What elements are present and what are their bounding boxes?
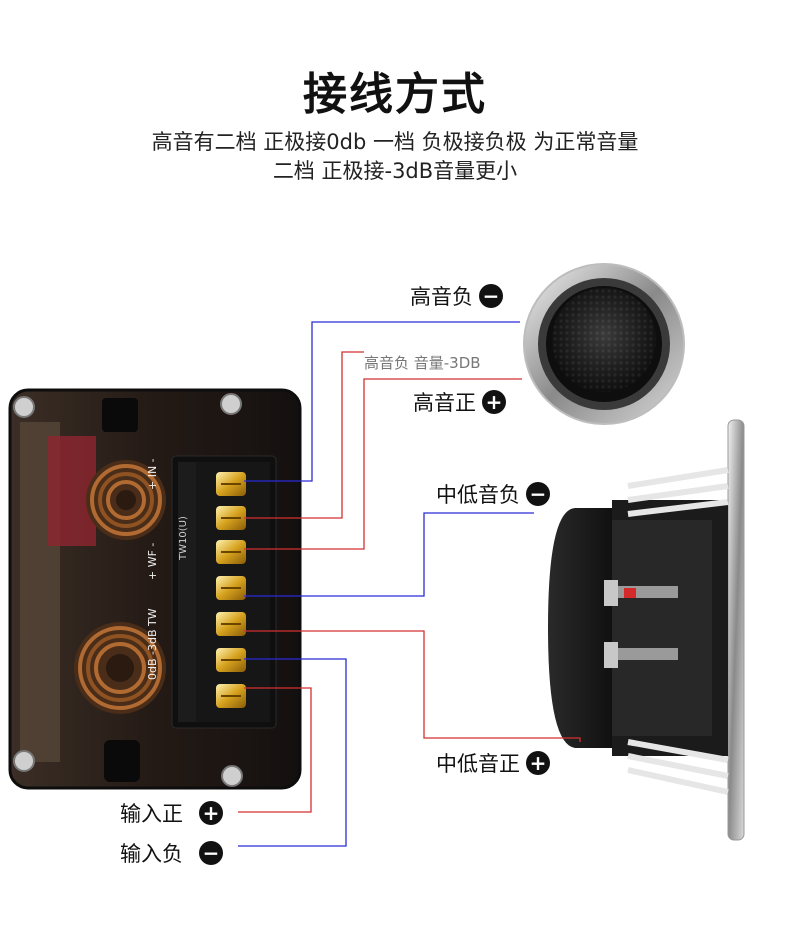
minus-icon: − — [526, 482, 550, 506]
wire-input-pos — [238, 687, 312, 813]
inductor-coil-top — [86, 460, 166, 540]
description-line-2: 二档 正极接-3dB音量更小 — [272, 159, 518, 183]
minus-icon: − — [479, 284, 503, 308]
wire-tweeter-neg — [244, 321, 520, 482]
tweeter-neg-label: 高音负 − — [410, 281, 503, 311]
terminal-tw-0db — [216, 472, 246, 496]
wire-mid-neg — [244, 512, 534, 597]
tweeter-image — [523, 263, 685, 425]
woofer-image — [548, 419, 745, 841]
wire-tweeter-pos — [244, 378, 522, 550]
wire-tweeter-neg-3db — [244, 351, 364, 519]
tw-terminal-label: 0dB -3dB TW — [146, 608, 159, 680]
tweeter-pos-label: 高音正 + — [413, 387, 506, 417]
page-title: 接线方式 — [303, 69, 487, 120]
mid-pos-label: 中低音正 + — [436, 748, 550, 778]
plus-icon: + — [482, 390, 506, 414]
terminal-tw-3db — [216, 506, 246, 530]
minus-icon: − — [199, 841, 223, 865]
mid-neg-label: 中低音负 − — [436, 479, 550, 509]
terminal-tw-neg — [216, 540, 246, 564]
woofer-terminal-neg — [604, 580, 678, 606]
wire-input-neg — [238, 658, 347, 847]
woofer-terminal-pos — [604, 642, 678, 668]
input-pos-label: 输入正 + — [120, 798, 223, 828]
wire-mid-pos — [244, 630, 581, 742]
tweeter-neg-3db-label: 高音负 音量-3DB — [364, 354, 481, 372]
plus-icon: + — [526, 751, 550, 775]
wires — [238, 321, 581, 847]
terminal-in-neg — [216, 684, 246, 708]
description-line-1: 高音有二档 正极接0db 一档 负极接负极 为正常音量 — [151, 130, 639, 154]
inductor-coil-bottom — [74, 622, 166, 714]
terminal-wf-pos — [216, 576, 246, 600]
input-neg-label: 输入负 − — [120, 838, 223, 868]
crossover-box: 0dB -3dB TW + WF - + IN - TW10(U) — [8, 388, 302, 790]
wf-terminal-label: + WF - — [146, 543, 159, 580]
terminal-in-pos — [216, 648, 246, 672]
terminal-wf-neg — [216, 612, 246, 636]
plus-icon: + — [199, 801, 223, 825]
screw-icon — [13, 393, 243, 787]
model-label: TW10(U) — [178, 516, 189, 561]
in-terminal-label: + IN - — [146, 458, 159, 490]
terminal-screws — [216, 472, 246, 708]
